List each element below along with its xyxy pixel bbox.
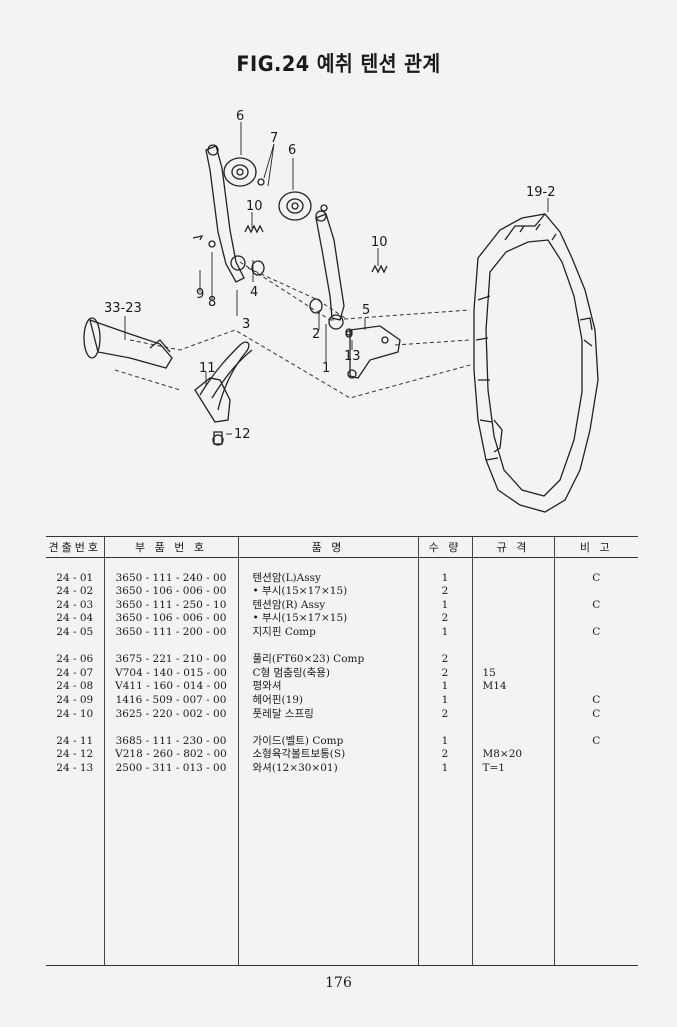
header-quantity: 수 량 <box>417 536 472 558</box>
callout-8: 8 <box>208 295 216 310</box>
page-number: 176 <box>325 975 352 991</box>
callout-9: 9 <box>196 287 204 302</box>
header-part-no: 부 품 번 호 <box>103 536 238 558</box>
housing-cover-drawing <box>473 213 599 513</box>
callout-6-left: 6 <box>236 109 244 124</box>
callout-3: 3 <box>242 317 250 332</box>
header-remarks: 비 고 <box>553 536 638 558</box>
callout-5: 5 <box>362 303 370 318</box>
callout-12: 12 <box>234 427 251 442</box>
small-parts-drawing <box>192 178 353 338</box>
header-ref-no: 견출번호 <box>46 536 104 558</box>
spring-drawings <box>244 224 388 274</box>
page-title: FIG.24 예취 텐션 관계 <box>236 52 441 76</box>
callout-leaders <box>124 122 549 435</box>
callout-11: 11 <box>199 361 216 376</box>
header-part-name: 품 명 <box>237 536 418 558</box>
table-bottom-rule <box>46 965 638 966</box>
callout-10-right: 10 <box>371 235 388 250</box>
callout-13: 13 <box>344 349 361 364</box>
tension-arm-right-drawing <box>278 191 345 330</box>
callout-10-left: 10 <box>246 199 263 214</box>
callout-1: 1 <box>322 361 330 376</box>
callout-4: 4 <box>250 285 258 300</box>
exploded-parts-diagram: 6 7 6 10 10 19-2 9 8 4 3 5 2 13 1 33-23 … <box>83 109 599 513</box>
callout-6-right: 6 <box>288 143 296 158</box>
callout-7: 7 <box>270 131 278 146</box>
assembly-lines <box>114 261 471 399</box>
tension-arm-left-drawing <box>205 144 265 283</box>
header-spec: 규 격 <box>471 536 554 558</box>
belt-guide-drawing <box>194 341 253 446</box>
callout-19-2: 19-2 <box>526 185 556 200</box>
shaft-assembly-drawing <box>83 317 173 369</box>
table-header-row: 견출번호 부 품 번 호 품 명 수 량 규 격 비 고 <box>46 536 638 558</box>
callout-33-23: 33-23 <box>104 301 142 316</box>
callout-2: 2 <box>312 327 320 342</box>
